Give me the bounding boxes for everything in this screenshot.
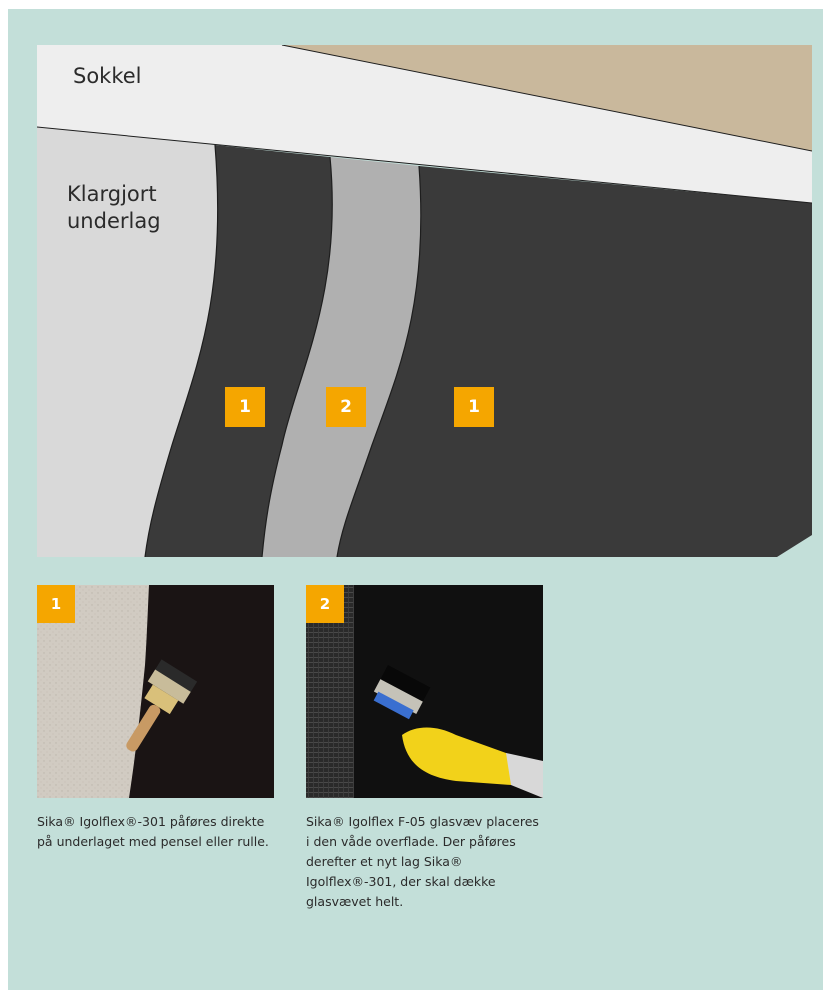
layer-diagram-graphic: [37, 45, 812, 557]
step-badge-1-right: 1: [454, 387, 494, 427]
step-2-caption: Sika® Igolflex F-05 glasvæv placeres i d…: [306, 812, 542, 912]
sokkel-label: Sokkel: [73, 63, 142, 90]
step-1-photo: 1: [37, 585, 274, 798]
step-1-caption: Sika® Igolflex®-301 påføres direkte på u…: [37, 812, 277, 852]
photo-badge-1: 1: [37, 585, 75, 623]
step-2-photo: 2: [306, 585, 543, 798]
step-badge-1: 1: [225, 387, 265, 427]
layer-diagram: Sokkel Klargjort underlag 1 2 1: [37, 45, 812, 557]
photo-badge-2: 2: [306, 585, 344, 623]
underlag-label: Klargjort underlag: [67, 181, 227, 235]
step-badge-2: 2: [326, 387, 366, 427]
